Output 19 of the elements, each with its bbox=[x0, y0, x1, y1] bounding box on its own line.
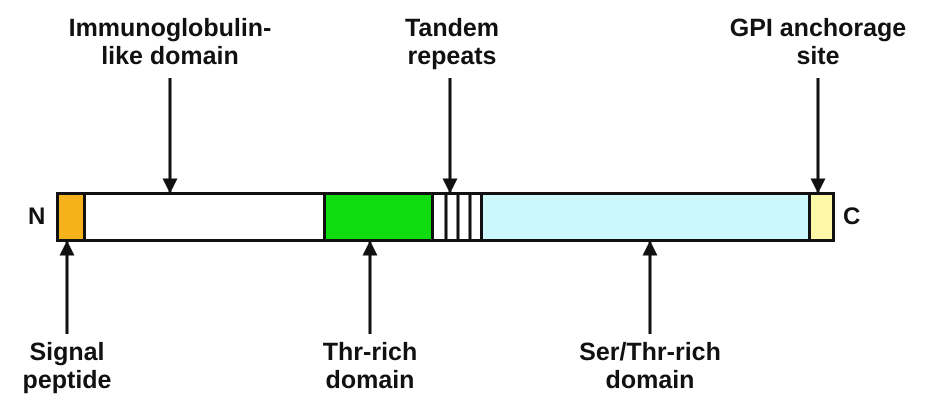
domain-label: Tandem repeats bbox=[377, 14, 527, 70]
arrow bbox=[810, 78, 826, 194]
domain-label: Signal peptide bbox=[4, 338, 130, 394]
arrow bbox=[162, 78, 178, 194]
domain-segment bbox=[59, 195, 83, 239]
protein-bar bbox=[56, 192, 835, 242]
arrow bbox=[642, 240, 658, 334]
arrow bbox=[362, 240, 378, 334]
arrow bbox=[442, 78, 458, 194]
terminus-label: C bbox=[843, 203, 860, 231]
domain-segment bbox=[480, 195, 808, 239]
arrow bbox=[60, 240, 74, 334]
domain-label: Immunoglobulin-like domain bbox=[55, 14, 285, 70]
domain-segment bbox=[808, 195, 832, 239]
terminus-label: N bbox=[28, 203, 46, 231]
domain-label: GPI anchorage site bbox=[710, 14, 926, 70]
domain-segment bbox=[323, 195, 431, 239]
domain-label: Thr-rich domain bbox=[290, 338, 450, 394]
domain-label: Ser/Thr-rich domain bbox=[538, 338, 762, 394]
